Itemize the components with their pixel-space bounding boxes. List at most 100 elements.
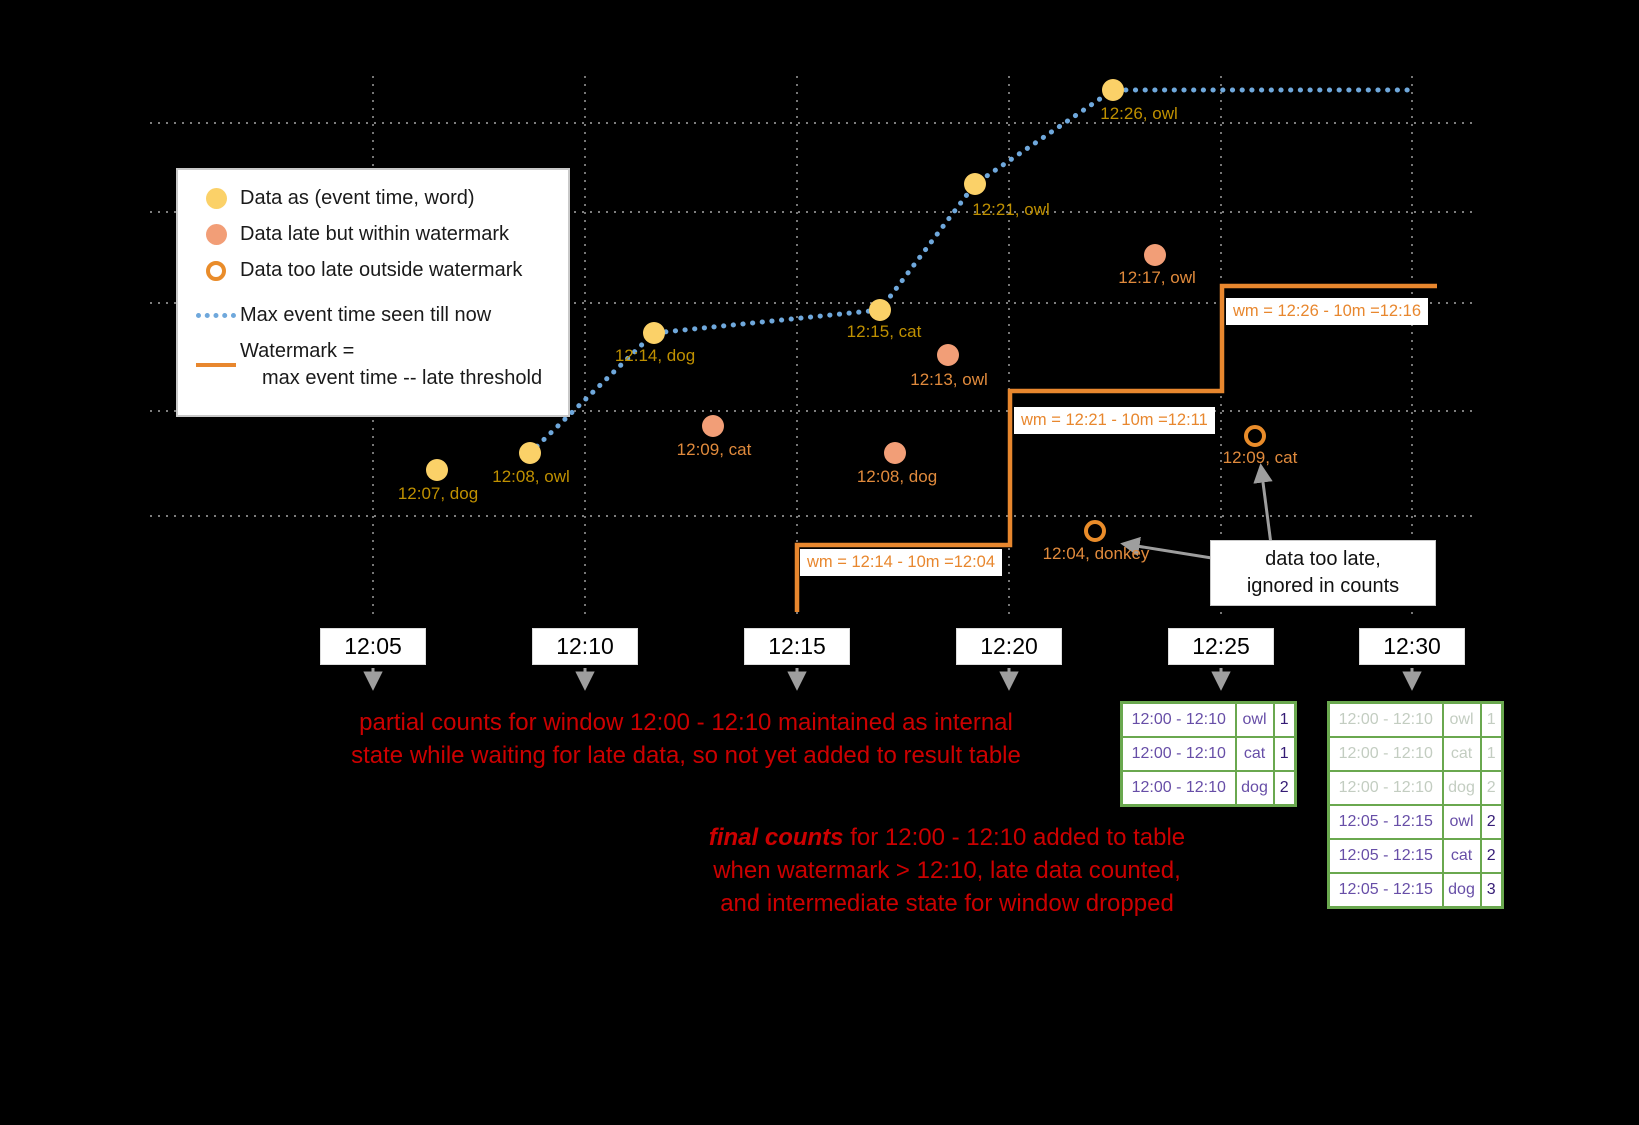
data-point-on-time	[426, 459, 448, 481]
data-point-on-time	[869, 299, 891, 321]
word-cell: dog	[1441, 872, 1482, 909]
watermark-line	[794, 283, 1437, 612]
word-cell: owl	[1234, 701, 1275, 738]
legend-label: Data too late outside watermark	[240, 259, 523, 281]
watermark-value-label: wm = 12:21 - 10m =12:11	[1014, 407, 1215, 434]
data-point-too-late	[1244, 425, 1266, 447]
count-cell: 3	[1479, 872, 1504, 909]
legend-item-too-late: Data too late outside watermark	[192, 257, 554, 284]
data-point-on-time	[643, 322, 665, 344]
count-cell: 1	[1272, 701, 1297, 738]
word-cell: cat	[1441, 838, 1482, 874]
count-cell: 2	[1479, 838, 1504, 874]
table-row: 12:00 - 12:10 owl 1	[1120, 701, 1297, 738]
word-cell: dog	[1441, 770, 1482, 806]
too-late-dot-icon	[192, 260, 240, 281]
too-late-callout-arrows	[1120, 463, 1274, 561]
final-counts-note-line1-rest: for 12:00 - 12:10 added to table	[843, 824, 1186, 851]
table-row-dimmed: 12:00 - 12:10 dog 2	[1327, 770, 1504, 806]
table-row: 12:05 - 12:15 dog 3	[1327, 872, 1504, 909]
data-point-late	[1144, 244, 1166, 266]
data-point-too-late	[1084, 520, 1106, 542]
axis-tick-1230: 12:30	[1359, 628, 1465, 665]
data-point-label: 12:21, owl	[972, 200, 1050, 219]
table-row-dimmed: 12:00 - 12:10 owl 1	[1327, 701, 1504, 738]
window-cell: 12:00 - 12:10	[1327, 736, 1444, 772]
table-row: 12:00 - 12:10 cat 1	[1120, 736, 1297, 772]
legend-item-max-event-time: Max event time seen till now	[192, 302, 554, 329]
data-point-label: 12:08, dog	[856, 467, 938, 486]
data-point-label: 12:14, dog	[614, 346, 696, 365]
axis-tick-1215: 12:15	[744, 628, 850, 665]
count-cell: 2	[1272, 770, 1297, 807]
data-point-late	[937, 344, 959, 366]
table-row-dimmed: 12:00 - 12:10 cat 1	[1327, 736, 1504, 772]
axis-tick-1225: 12:25	[1168, 628, 1274, 665]
partial-counts-note-line1: partial counts for window 12:00 - 12:10 …	[359, 709, 1013, 736]
data-point-label: 12:13, owl	[910, 370, 988, 389]
word-cell: owl	[1441, 804, 1482, 840]
watermark-value-label: wm = 12:14 - 10m =12:04	[800, 549, 1003, 576]
table-row: 12:05 - 12:15 owl 2	[1327, 804, 1504, 840]
word-cell: owl	[1441, 701, 1482, 738]
axis-tick-1210: 12:10	[532, 628, 638, 665]
table-row: 12:00 - 12:10 dog 2	[1120, 770, 1297, 807]
data-point-label: 12:04, donkey	[1042, 544, 1150, 563]
data-point-label: 12:09, cat	[676, 440, 752, 459]
dotted-line-icon	[192, 313, 240, 318]
data-point-on-time	[519, 442, 541, 464]
partial-counts-note: partial counts for window 12:00 - 12:10 …	[286, 706, 1086, 772]
word-cell: dog	[1234, 770, 1275, 807]
final-counts-note: final counts for 12:00 - 12:10 added to …	[697, 821, 1197, 920]
final-counts-note-line3: and intermediate state for window droppe…	[720, 890, 1174, 917]
solid-line-icon	[192, 363, 240, 367]
table-row: 12:05 - 12:15 cat 2	[1327, 838, 1504, 874]
window-cell: 12:00 - 12:10	[1327, 701, 1444, 738]
data-point-label: 12:26, owl	[1100, 104, 1178, 123]
data-point-label: 12:09, cat	[1222, 448, 1298, 467]
too-late-callout-line2: ignored in counts	[1246, 575, 1400, 597]
data-point-late	[702, 415, 724, 437]
watermark-value-label: wm = 12:26 - 10m =12:16	[1226, 298, 1429, 325]
max-event-time-line	[527, 87, 1419, 456]
data-point-on-time	[1102, 79, 1124, 101]
legend-item-watermark: Watermark = max event time -- late thres…	[192, 338, 554, 392]
data-point-on-time	[964, 173, 986, 195]
final-counts-note-line1: final counts for 12:00 - 12:10 added to …	[697, 821, 1197, 854]
word-cell: cat	[1234, 736, 1275, 772]
axis-tick-1220: 12:20	[956, 628, 1062, 665]
count-cell: 1	[1479, 701, 1504, 738]
window-cell: 12:00 - 12:10	[1120, 770, 1237, 807]
window-cell: 12:05 - 12:15	[1327, 804, 1444, 840]
data-point-label: 12:15, cat	[846, 322, 922, 341]
count-cell: 1	[1479, 736, 1504, 772]
count-cell: 2	[1479, 770, 1504, 806]
data-point-label: 12:07, dog	[397, 484, 479, 503]
late-dot-icon	[192, 224, 240, 245]
legend-label: Max event time seen till now	[240, 304, 492, 326]
axis-arrows	[363, 668, 1422, 691]
legend-item-on-time: Data as (event time, word)	[192, 185, 554, 212]
count-cell: 2	[1479, 804, 1504, 840]
count-cell: 1	[1272, 736, 1297, 772]
on-time-dot-icon	[192, 188, 240, 209]
legend-label: max event time -- late threshold	[262, 367, 543, 389]
legend-label: Data as (event time, word)	[240, 187, 475, 209]
legend: Data as (event time, word) Data late but…	[176, 168, 570, 417]
window-cell: 12:05 - 12:15	[1327, 872, 1444, 909]
final-counts-emphasis: final counts	[708, 824, 844, 851]
too-late-callout-line1: data too late,	[1265, 548, 1381, 570]
window-cell: 12:05 - 12:15	[1327, 838, 1444, 874]
data-point-late	[884, 442, 906, 464]
window-cell: 12:00 - 12:10	[1120, 701, 1237, 738]
result-table-1230: 12:00 - 12:10 owl 1 12:00 - 12:10 cat 1 …	[1327, 701, 1504, 909]
legend-label: Data late but within watermark	[240, 223, 510, 245]
axis-tick-1205: 12:05	[320, 628, 426, 665]
partial-counts-note-line2: state while waiting for late data, so no…	[351, 742, 1021, 769]
window-cell: 12:00 - 12:10	[1327, 770, 1444, 806]
legend-label: Watermark =	[240, 340, 355, 362]
too-late-callout: data too late, ignored in counts	[1210, 540, 1436, 606]
word-cell: cat	[1441, 736, 1482, 772]
